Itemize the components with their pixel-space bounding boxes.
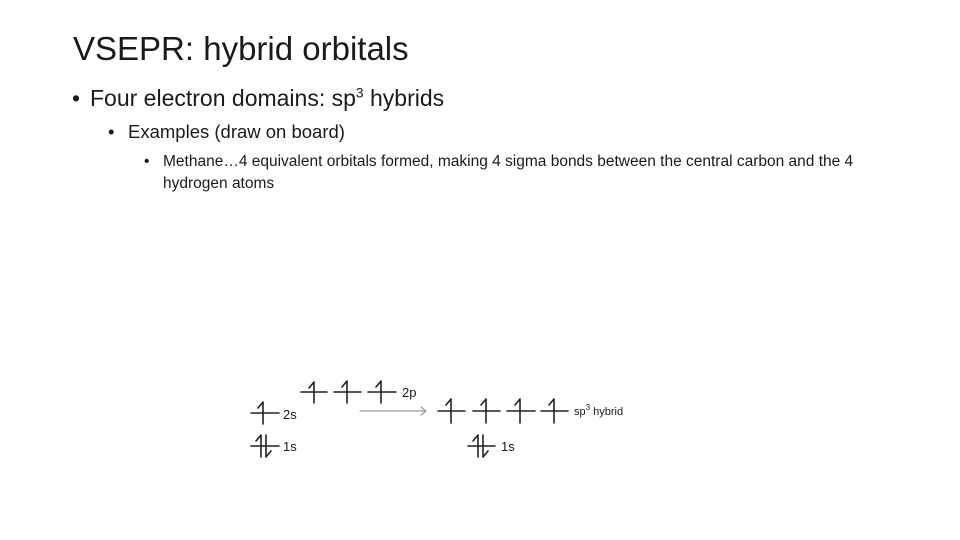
orbital-2p-3 xyxy=(367,380,397,404)
bullet-level2: • Examples (draw on board) xyxy=(108,121,345,143)
label-sp3-hybrid: sp3 hybrid xyxy=(574,403,623,418)
hybrid-orbital-2 xyxy=(472,398,501,424)
bullet-level1-main: Four electron domains: sp xyxy=(90,85,356,111)
orbital-1s-left xyxy=(250,434,280,458)
slide-title: VSEPR: hybrid orbitals xyxy=(73,30,409,67)
bullet-level3: • Methane…4 equivalent orbitals formed, … xyxy=(144,151,864,195)
orbital-2s xyxy=(250,401,280,425)
orbital-2p-2 xyxy=(333,380,362,404)
bullet-level1-superscript: 3 xyxy=(355,85,364,101)
label-sp3-prefix: sp xyxy=(574,406,586,418)
label-1s-left: 1s xyxy=(283,439,297,454)
hybrid-orbital-4 xyxy=(540,398,569,424)
label-2p: 2p xyxy=(402,385,416,400)
hybrid-orbital-1 xyxy=(437,398,466,424)
label-sp3-superscript: 3 xyxy=(586,403,591,412)
bullet-level3-text: Methane…4 equivalent orbitals formed, ma… xyxy=(163,153,854,192)
bullet-level1-after: hybrids xyxy=(363,85,445,111)
bullet-level1-text: Four electron domains: sp3 hybrids xyxy=(90,85,444,112)
hybrid-orbital-3 xyxy=(506,398,536,424)
transition-arrow xyxy=(359,406,427,416)
orbital-1s-right xyxy=(467,434,496,458)
label-2s: 2s xyxy=(283,407,297,422)
label-1s-right: 1s xyxy=(501,439,515,454)
bullet-level2-text: Examples (draw on board) xyxy=(128,121,345,142)
bullet-dot: • xyxy=(72,85,81,111)
bullet-dot: • xyxy=(144,153,150,170)
orbital-2p-1 xyxy=(300,381,328,404)
bullet-level1: • Four electron domains: sp3 hybrids xyxy=(72,85,444,112)
bullet-dot: • xyxy=(108,121,115,142)
label-sp3-suffix: hybrid xyxy=(590,406,623,418)
